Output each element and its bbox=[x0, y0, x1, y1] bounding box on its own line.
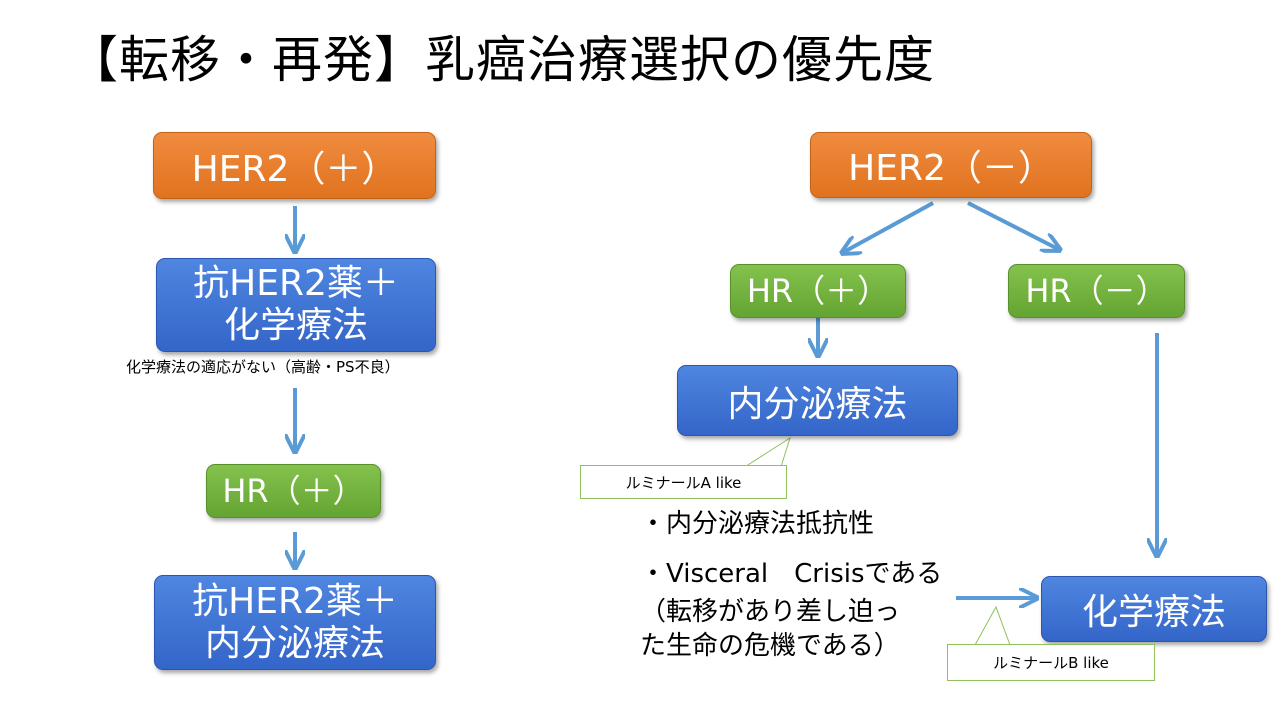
conditions-list: ・内分泌療法抵抗性 ・Visceral Crisisである （転移があり差し迫っ… bbox=[640, 507, 942, 663]
her2-positive-box: HER2（＋） bbox=[153, 132, 436, 199]
condition-1: ・内分泌療法抵抗性 bbox=[640, 509, 875, 539]
endocrine-therapy-box: 内分泌療法 bbox=[677, 365, 958, 436]
anti-her2-chemo-line2: 化学療法 bbox=[223, 305, 368, 346]
right-hr-positive-box: HR（＋） bbox=[730, 264, 906, 318]
condition-3: （転移があり差し迫っ bbox=[640, 597, 901, 627]
chemotherapy-box: 化学療法 bbox=[1041, 576, 1267, 642]
arrow-her2neg-to-hrpos bbox=[842, 201, 934, 253]
anti-her2-chemo-box: 抗HER2薬＋ 化学療法 bbox=[156, 258, 436, 352]
arrow-her2neg-to-hrneg bbox=[967, 201, 1060, 250]
condition-2: ・Visceral Crisisである bbox=[640, 559, 943, 589]
anti-her2-chemo-line1: 抗HER2薬＋ bbox=[193, 263, 399, 304]
page-title: 【転移・再発】乳癌治療選択の優先度 bbox=[68, 31, 935, 89]
luminal-a-callout: ルミナールA like bbox=[580, 465, 787, 499]
anti-her2-endocrine-box: 抗HER2薬＋ 内分泌療法 bbox=[154, 575, 436, 670]
anti-her2-endocrine-line1: 抗HER2薬＋ bbox=[192, 580, 398, 622]
her2-negative-box: HER2（－） bbox=[810, 132, 1092, 198]
left-hr-positive-box: HR（＋） bbox=[206, 464, 381, 518]
anti-her2-endocrine-line2: 内分泌療法 bbox=[204, 622, 385, 664]
hr-negative-box: HR（－） bbox=[1008, 264, 1185, 318]
condition-4: た生命の危機である） bbox=[640, 631, 900, 661]
callout-a-tail bbox=[739, 436, 791, 471]
luminal-b-callout: ルミナールB like bbox=[947, 644, 1155, 681]
chemo-not-indicated-note: 化学療法の適応がない（高齢・PS不良） bbox=[126, 358, 400, 376]
callout-b-tail bbox=[974, 605, 1011, 646]
